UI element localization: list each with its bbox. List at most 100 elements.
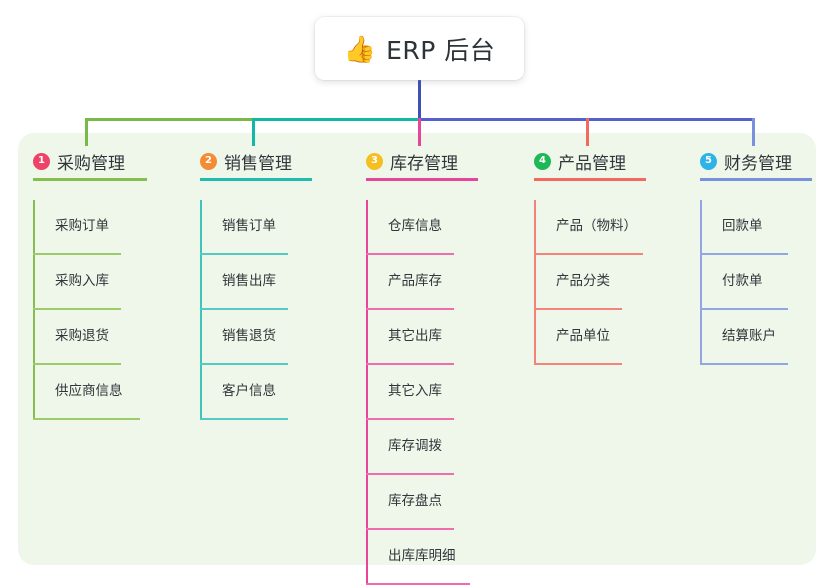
- branch-items-3: 仓库信息 产品库存 其它出库 其它入库 库存调拨 库存盘点: [366, 200, 476, 585]
- item-rule: [366, 308, 454, 310]
- drop-connector-4: [586, 118, 589, 146]
- branch-header-2[interactable]: 2 销售管理: [200, 147, 312, 181]
- branch-title-5: 财务管理: [724, 153, 792, 174]
- list-item[interactable]: 采购退货: [33, 310, 143, 365]
- branch-items-2: 销售订单 销售出库 销售退货 客户信息: [200, 200, 310, 420]
- branch-rail-2: [200, 200, 202, 420]
- branch-header-rule-3: [366, 178, 478, 181]
- branch-badge-5: 5: [700, 152, 717, 170]
- list-item[interactable]: 销售出库: [200, 255, 310, 310]
- list-item[interactable]: 其它入库: [366, 365, 476, 420]
- branch-title-3: 库存管理: [390, 153, 458, 174]
- item-label: 其它出库: [388, 328, 442, 344]
- list-item[interactable]: 回款单: [700, 200, 810, 255]
- item-label: 付款单: [722, 273, 763, 289]
- item-label: 销售出库: [222, 273, 276, 289]
- item-label: 结算账户: [722, 328, 776, 344]
- bus-segment-green: [85, 118, 253, 121]
- list-item[interactable]: 采购订单: [33, 200, 143, 255]
- list-item[interactable]: 结算账户: [700, 310, 810, 365]
- list-item[interactable]: 销售退货: [200, 310, 310, 365]
- branch-items-1: 采购订单 采购入库 采购退货 供应商信息: [33, 200, 143, 420]
- branch-header-rule-5: [700, 178, 812, 181]
- item-rule: [700, 363, 788, 365]
- branch-column-finance: 5 财务管理 回款单 付款单 结算账户: [700, 147, 812, 365]
- list-item[interactable]: 采购入库: [33, 255, 143, 310]
- item-rule: [366, 528, 454, 530]
- branch-column-inventory: 3 库存管理 仓库信息 产品库存 其它出库 其它入库 库存调拨: [366, 147, 478, 585]
- list-item[interactable]: 产品库存: [366, 255, 476, 310]
- item-label: 产品（物料）: [556, 218, 637, 234]
- item-label: 其它入库: [388, 383, 442, 399]
- branch-column-purchasing: 1 采购管理 采购订单 采购入库 采购退货 供应商信息: [33, 147, 147, 420]
- item-rule: [200, 363, 288, 365]
- branch-rail-5: [700, 200, 702, 365]
- list-item[interactable]: 库存盘点: [366, 475, 476, 530]
- list-item[interactable]: 仓库信息: [366, 200, 476, 255]
- branch-badge-2: 2: [200, 152, 217, 170]
- branch-title-2: 销售管理: [224, 153, 292, 174]
- item-label: 仓库信息: [388, 218, 442, 234]
- branch-header-3[interactable]: 3 库存管理: [366, 147, 478, 181]
- drop-connector-2: [252, 118, 255, 146]
- thumbs-up-icon: 👍: [343, 33, 377, 64]
- item-label: 回款单: [722, 218, 763, 234]
- branch-header-5[interactable]: 5 财务管理: [700, 147, 812, 181]
- branch-badge-4: 4: [534, 152, 551, 170]
- item-label: 采购退货: [55, 328, 109, 344]
- item-rule: [33, 253, 121, 255]
- branch-rail-3: [366, 200, 368, 585]
- item-label: 产品库存: [388, 273, 442, 289]
- branch-column-product: 4 产品管理 产品（物料） 产品分类 产品单位: [534, 147, 646, 365]
- item-label: 销售退货: [222, 328, 276, 344]
- item-rule: [33, 308, 121, 310]
- item-label: 产品单位: [556, 328, 610, 344]
- item-rule: [534, 308, 622, 310]
- list-item[interactable]: 付款单: [700, 255, 810, 310]
- drop-connector-1: [85, 118, 88, 146]
- item-rule: [366, 418, 454, 420]
- item-rule: [200, 253, 288, 255]
- item-label: 销售订单: [222, 218, 276, 234]
- branch-rail-4: [534, 200, 536, 365]
- item-rule: [366, 583, 470, 585]
- bus-segment-teal: [252, 118, 420, 121]
- branch-header-rule-4: [534, 178, 646, 181]
- item-label: 出库库明细: [388, 548, 456, 564]
- list-item[interactable]: 客户信息: [200, 365, 310, 420]
- branch-rail-1: [33, 200, 35, 420]
- root-node-title: ERP 后台: [386, 35, 496, 65]
- branch-items-5: 回款单 付款单 结算账户: [700, 200, 810, 365]
- branch-header-4[interactable]: 4 产品管理: [534, 147, 646, 181]
- list-item[interactable]: 出库库明细: [366, 530, 476, 585]
- branch-header-1[interactable]: 1 采购管理: [33, 147, 147, 181]
- item-label: 供应商信息: [55, 383, 123, 399]
- item-label: 产品分类: [556, 273, 610, 289]
- branch-badge-1: 1: [33, 152, 50, 170]
- root-node[interactable]: 👍 ERP 后台: [315, 17, 524, 80]
- item-rule: [534, 363, 622, 365]
- item-rule: [33, 363, 121, 365]
- branch-items-4: 产品（物料） 产品分类 产品单位: [534, 200, 644, 365]
- item-rule: [33, 418, 140, 420]
- item-label: 客户信息: [222, 383, 276, 399]
- item-rule: [366, 473, 454, 475]
- item-rule: [534, 253, 643, 255]
- list-item[interactable]: 产品（物料）: [534, 200, 644, 255]
- item-rule: [366, 363, 454, 365]
- branch-header-rule-2: [200, 178, 312, 181]
- branch-column-sales: 2 销售管理 销售订单 销售出库 销售退货 客户信息: [200, 147, 312, 420]
- branch-title-1: 采购管理: [57, 153, 125, 174]
- drop-connector-5: [752, 118, 755, 146]
- item-label: 库存盘点: [388, 493, 442, 509]
- item-label: 采购入库: [55, 273, 109, 289]
- list-item[interactable]: 产品分类: [534, 255, 644, 310]
- list-item[interactable]: 产品单位: [534, 310, 644, 365]
- root-stem-connector: [418, 80, 421, 120]
- item-rule: [366, 253, 454, 255]
- list-item[interactable]: 库存调拨: [366, 420, 476, 475]
- list-item[interactable]: 供应商信息: [33, 365, 143, 420]
- list-item[interactable]: 其它出库: [366, 310, 476, 365]
- list-item[interactable]: 销售订单: [200, 200, 310, 255]
